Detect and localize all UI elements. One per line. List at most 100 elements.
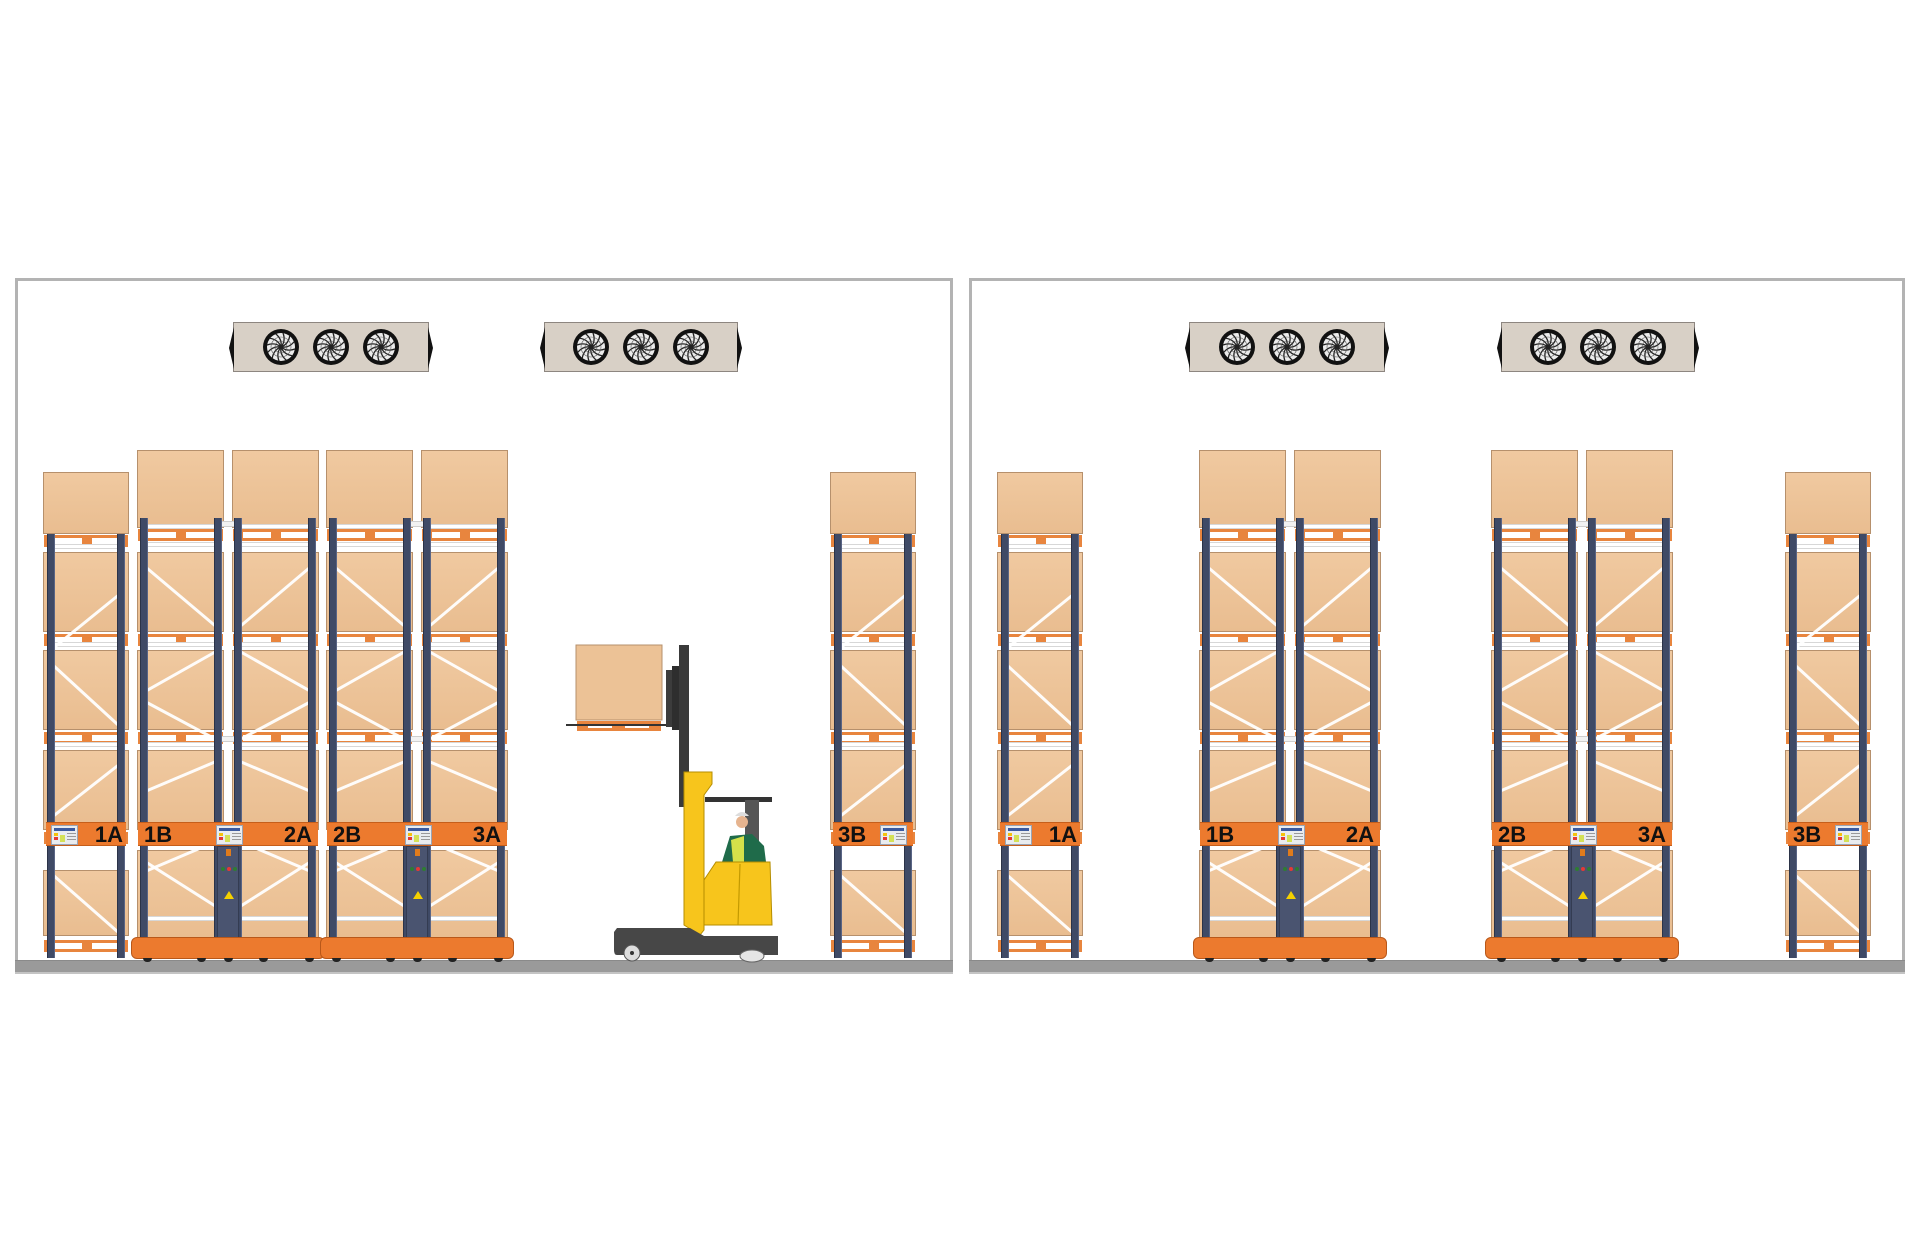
rack-upright bbox=[140, 518, 148, 958]
rack-upright bbox=[1568, 518, 1576, 958]
rack-upright bbox=[234, 518, 242, 958]
placard-line bbox=[1294, 839, 1303, 840]
pallet-gap bbox=[186, 532, 214, 538]
rack-label-2B: 2B bbox=[333, 822, 362, 847]
placard-mark bbox=[54, 833, 58, 836]
rack-beam bbox=[834, 642, 912, 647]
pallet-gap bbox=[841, 637, 869, 643]
green-button bbox=[1295, 867, 1299, 871]
rack-beam bbox=[1298, 524, 1377, 529]
rack-upright bbox=[1859, 534, 1867, 958]
pallet-gap bbox=[1597, 637, 1625, 643]
pallet-gap bbox=[148, 532, 176, 538]
base-wheel bbox=[224, 958, 233, 962]
green-button bbox=[221, 867, 225, 871]
rack-beam bbox=[141, 916, 220, 921]
pallet-gap bbox=[1834, 637, 1862, 643]
load-placard-icon bbox=[51, 825, 78, 845]
rack-beam bbox=[834, 742, 912, 747]
cargo-box bbox=[1785, 472, 1871, 534]
fan-icon bbox=[313, 329, 349, 365]
placard-line bbox=[1294, 833, 1303, 834]
rack-beam bbox=[1495, 642, 1574, 647]
rack-beam bbox=[1203, 742, 1282, 747]
rack-beam bbox=[834, 544, 912, 549]
rack-beam bbox=[425, 542, 504, 547]
pallet-gap bbox=[92, 637, 120, 643]
rack-beam bbox=[1590, 542, 1669, 547]
placard-header bbox=[883, 828, 904, 831]
pallet-gap bbox=[54, 538, 82, 544]
rack-beam bbox=[141, 742, 220, 747]
pallet bbox=[44, 732, 128, 744]
load-placard-icon bbox=[1570, 825, 1597, 845]
rack-upright bbox=[47, 534, 55, 958]
pallet bbox=[1786, 940, 1870, 952]
pallet-gap bbox=[186, 735, 214, 741]
placard-line bbox=[1586, 836, 1595, 837]
rack-beam bbox=[425, 524, 504, 529]
red-button bbox=[227, 867, 231, 871]
red-button bbox=[1289, 867, 1293, 871]
rack-beam bbox=[330, 916, 409, 921]
pallet-gap bbox=[148, 735, 176, 741]
base-wheel bbox=[197, 958, 206, 962]
pallet-gap bbox=[1008, 943, 1036, 949]
cargo-box bbox=[43, 472, 129, 534]
rack-beam bbox=[236, 642, 315, 647]
pallet-gap bbox=[1502, 637, 1530, 643]
pallet-gap bbox=[1540, 637, 1568, 643]
pallet-gap bbox=[470, 637, 498, 643]
base-wheel bbox=[448, 958, 457, 962]
rack-beam bbox=[236, 916, 315, 921]
pallet-gap bbox=[281, 637, 309, 643]
rack-beam bbox=[1495, 742, 1574, 747]
rack-beam bbox=[330, 524, 409, 529]
placard-mark bbox=[414, 835, 419, 842]
drive-motor-column bbox=[1279, 846, 1301, 938]
mobile-base bbox=[1485, 937, 1679, 959]
rack-upright bbox=[1789, 534, 1797, 958]
rack-label-2A: 2A bbox=[1345, 822, 1374, 847]
rack-beam bbox=[1203, 524, 1282, 529]
warning-triangle-icon bbox=[1578, 891, 1588, 899]
rack-beam bbox=[141, 642, 220, 647]
pallet-gap bbox=[1210, 735, 1238, 741]
placard-line bbox=[1851, 833, 1860, 834]
pallet-gap bbox=[1834, 538, 1862, 544]
warning-triangle-icon bbox=[1286, 891, 1296, 899]
drive-motor-column bbox=[217, 846, 239, 938]
pallet-gap bbox=[92, 943, 120, 949]
base-wheel bbox=[1321, 958, 1330, 962]
pallet-gap bbox=[470, 532, 498, 538]
placard-mark bbox=[1008, 837, 1012, 840]
pallet-gap bbox=[470, 735, 498, 741]
rack-beam bbox=[1789, 742, 1867, 747]
load-placard-icon bbox=[880, 825, 907, 845]
pallet bbox=[233, 529, 318, 541]
rack-upright bbox=[329, 518, 337, 958]
rack-upright bbox=[1662, 518, 1670, 958]
pallet bbox=[1587, 732, 1672, 744]
base-wheel bbox=[259, 958, 268, 962]
rack-upright bbox=[423, 518, 431, 958]
rack-beam bbox=[47, 642, 125, 647]
pallet bbox=[1587, 529, 1672, 541]
rack-beam bbox=[425, 642, 504, 647]
mobile-base bbox=[131, 937, 325, 959]
rack-upright bbox=[1494, 518, 1502, 958]
placard-line bbox=[1851, 839, 1860, 840]
rack-beam bbox=[141, 542, 220, 547]
rack-upright bbox=[1370, 518, 1378, 958]
fan-icon bbox=[1530, 329, 1566, 365]
placard-mark bbox=[883, 837, 887, 840]
pallet bbox=[1295, 529, 1380, 541]
pallet-gap bbox=[1796, 637, 1824, 643]
green-button bbox=[1587, 867, 1591, 871]
rack-beam bbox=[1001, 544, 1079, 549]
load-placard-icon bbox=[1005, 825, 1032, 845]
placard-header bbox=[408, 828, 429, 831]
placard-mark bbox=[60, 835, 65, 842]
pallet bbox=[998, 732, 1082, 744]
fan-icon bbox=[363, 329, 399, 365]
